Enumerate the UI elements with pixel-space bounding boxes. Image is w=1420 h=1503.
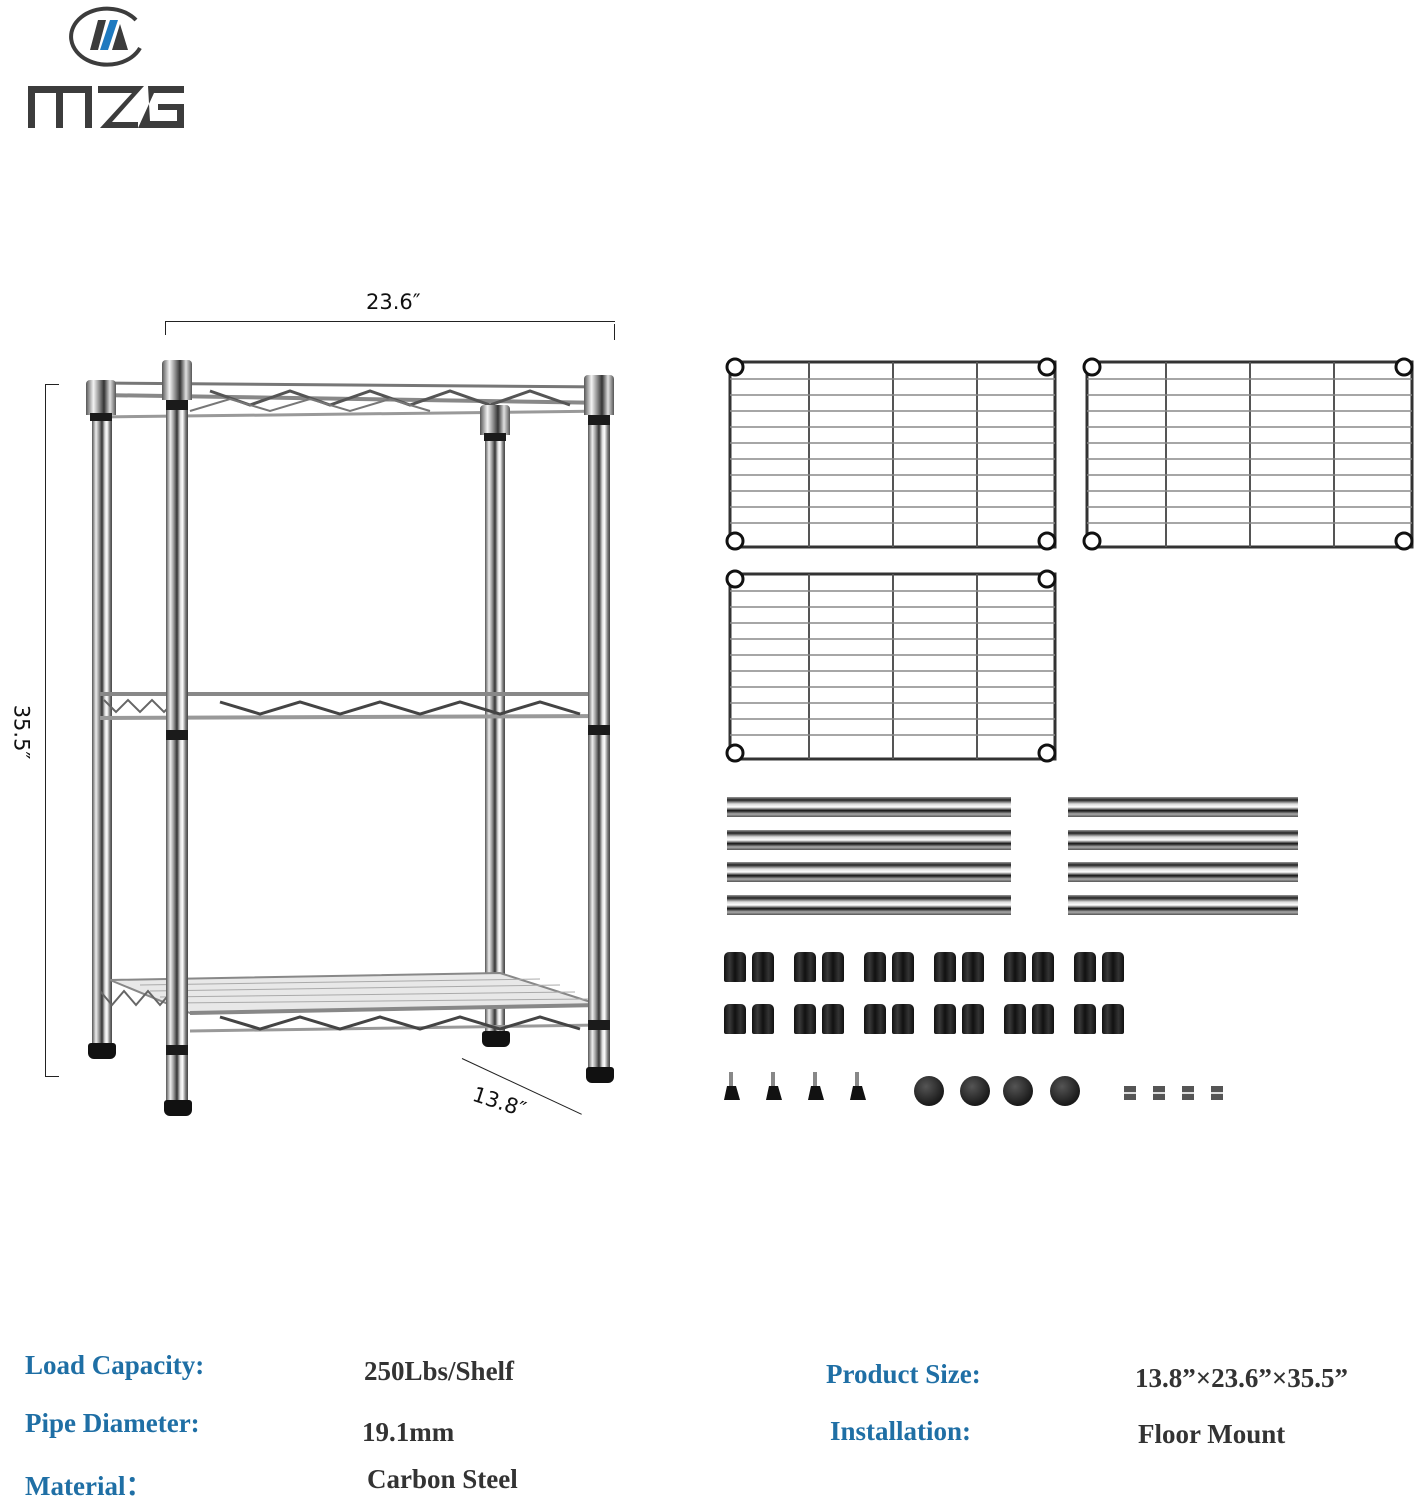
sleeve-clip [892,1004,914,1034]
wire-shelf-panel [725,569,1060,764]
sleeve-clip [1004,952,1026,982]
spec-label-product-size: Product Size: [826,1359,981,1389]
leveling-foot [586,1067,614,1083]
sleeve-clip [822,952,844,982]
spec-label-pipe-diameter: Pipe Diameter: [25,1408,200,1438]
sleeve-clip [752,952,774,982]
width-dimension-tick-left [165,321,166,335]
end-cap-ball [914,1076,944,1106]
sleeve-clip [934,1004,956,1034]
sleeve-clip [934,952,956,982]
sleeve-ring [588,415,610,425]
pole-part [727,830,1011,850]
sleeve-clip [864,1004,886,1034]
end-cap-ball [1003,1076,1033,1106]
sleeve-clips-group [724,952,1134,1042]
sleeve-clip [794,952,816,982]
sleeve-ring [484,433,506,441]
spec-label-load-capacity: Load Capacity: [25,1350,205,1380]
pole-cap [480,405,510,435]
pole-part [1068,797,1298,817]
sleeve-ring [166,400,188,410]
sleeve-ring [166,1045,188,1055]
leveling-foot-parts [724,1072,866,1100]
sleeve-clip [752,1004,774,1034]
end-cap-ball [1050,1076,1080,1106]
height-dimension-label: 35.5″ [9,704,34,760]
spec-value-material: Carbon Steel [367,1464,518,1494]
height-dimension-tick-bottom [45,1076,59,1077]
pole-part [1068,830,1298,850]
pole-part [1068,895,1298,915]
brand-logo-mark [66,4,146,68]
pole-part [1068,862,1298,882]
sleeve-clip [794,1004,816,1034]
back-left-pole [92,385,112,1045]
wire-shelf-panel [725,357,1060,552]
spec-value-load-capacity: 250Lbs/Shelf [364,1356,515,1386]
sleeve-ring [588,725,610,735]
sleeve-clip [962,952,984,982]
sleeve-ring [90,413,112,421]
pole-cap [162,360,192,400]
pole-cap [86,380,116,415]
spec-label-installation: Installation: [830,1416,972,1446]
back-right-pole [485,405,505,1045]
leveling-foot [88,1043,116,1059]
sleeve-clip [1032,952,1054,982]
sleeve-clip [892,952,914,982]
end-cap-ball [960,1076,990,1106]
assembled-shelving-unit [80,355,620,1125]
sleeve-clip [1004,1004,1026,1034]
height-dimension-tick-top [45,384,59,385]
width-dimension-line [165,321,615,322]
leveling-foot [482,1031,510,1047]
small-parts-row [720,1070,1240,1110]
sleeve-clip [864,952,886,982]
spec-value-pipe-diameter: 19.1mm [362,1417,455,1447]
mzg-wordmark-icon [28,86,184,128]
spec-label-material: Material： [25,1471,153,1501]
sleeve-ring [166,730,188,740]
spec-value-product-size: 13.8”×23.6”×35.5” [1135,1363,1349,1393]
width-dimension-label: 23.6″ [366,290,421,314]
sleeve-clip [1074,952,1096,982]
logo-mark-icon [69,6,142,67]
sleeve-clip [962,1004,984,1034]
sleeve-clip [1032,1004,1054,1034]
connectors-group [1122,1084,1232,1102]
sleeve-clip [724,952,746,982]
spec-value-installation: Floor Mount [1138,1419,1286,1449]
sleeve-clip [1102,1004,1124,1034]
sleeve-clip [1102,952,1124,982]
brand-logo-text [26,80,188,132]
sleeve-clip [1074,1004,1096,1034]
width-dimension-tick-right [614,324,615,340]
pole-cap [584,375,614,415]
pole-part [727,895,1011,915]
sleeve-ring [588,1020,610,1030]
pole-part [727,862,1011,882]
wire-shelf-panel [1082,357,1417,552]
pole-part [727,797,1011,817]
leveling-foot [164,1100,192,1116]
sleeve-clip [724,1004,746,1034]
height-dimension-line [45,384,46,1076]
sleeve-clip [822,1004,844,1034]
